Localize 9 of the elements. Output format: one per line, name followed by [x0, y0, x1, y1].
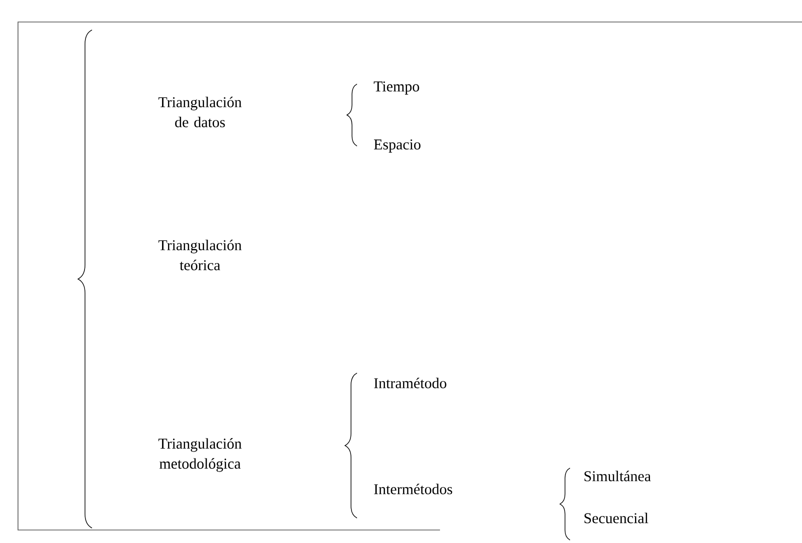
- label: Simultánea: [584, 470, 651, 482]
- label: Triangulación metodológica: [158, 438, 242, 472]
- label: Intramétodo: [374, 378, 446, 388]
- label: Secuencial: [584, 512, 648, 524]
- label: Espacio: [374, 139, 420, 153]
- label: Tiempo: [374, 81, 420, 95]
- label: Triangulación de datos: [158, 96, 242, 128]
- label: Intermétodos: [374, 484, 452, 494]
- label: Triangulación teórica: [158, 240, 242, 270]
